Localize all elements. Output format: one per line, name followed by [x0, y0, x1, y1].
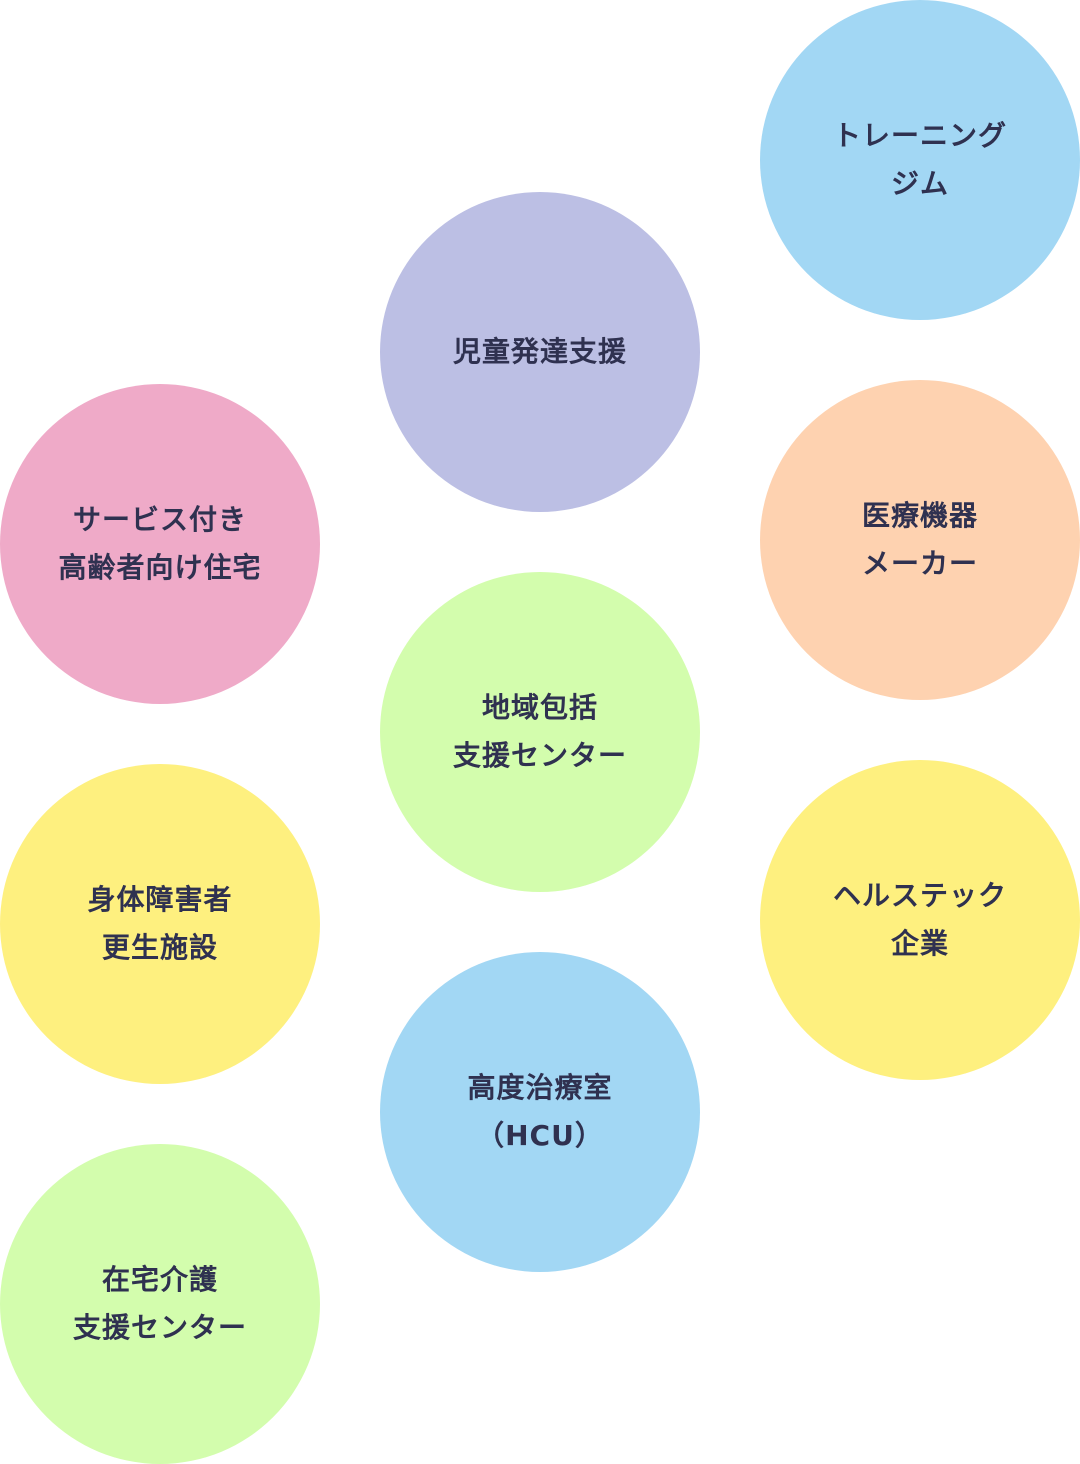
circle-label-line: 在宅介護 [101, 1263, 218, 1296]
circle-label-line: 更生施設 [101, 931, 218, 964]
circle-label-line: 医療機器 [861, 499, 978, 532]
circle-label-line: サービス付き [72, 503, 247, 536]
circle-label-line: （HCU） [476, 1119, 604, 1152]
circle-high-care-unit[interactable]: 高度治療室 （HCU） [380, 952, 700, 1272]
circle-label-line: 児童発達支援 [452, 335, 627, 368]
circle-label-line: ジム [890, 167, 949, 200]
circle-label-line: メーカー [861, 547, 978, 580]
circle-disability-rehab-facility[interactable]: 身体障害者 更生施設 [0, 764, 320, 1084]
circle-label-line: 地域包括 [481, 691, 598, 724]
circle-child-development-support[interactable]: 児童発達支援 [380, 192, 700, 512]
circle-healthtech-company[interactable]: ヘルステック 企業 [760, 760, 1080, 1080]
circle-label-line: 高度治療室 [467, 1071, 613, 1104]
circle-training-gym[interactable]: トレーニング ジム [760, 0, 1080, 320]
circle-label-line: トレーニング [832, 119, 1007, 152]
circle-label-line: 身体障害者 [87, 883, 233, 916]
circle-community-support-center[interactable]: 地域包括 支援センター [380, 572, 700, 892]
circle-serviced-elderly-housing[interactable]: サービス付き 高齢者向け住宅 [0, 384, 320, 704]
circle-label-line: ヘルステック [832, 879, 1007, 912]
circle-home-care-support-center[interactable]: 在宅介護 支援センター [0, 1144, 320, 1464]
circle-label-line: 支援センター [452, 739, 627, 772]
circle-label-line: 企業 [890, 927, 949, 960]
circle-label-line: 高齢者向け住宅 [58, 551, 262, 584]
circle-label-line: 支援センター [72, 1311, 247, 1344]
circle-medical-device-maker[interactable]: 医療機器 メーカー [760, 380, 1080, 700]
